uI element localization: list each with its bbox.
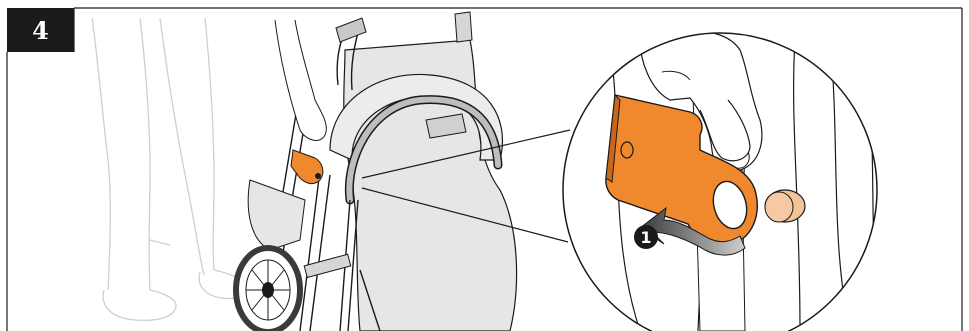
hand: [275, 20, 326, 140]
stroller: [236, 12, 517, 331]
step-number: 4: [32, 16, 49, 45]
step-marker-label: 1: [640, 228, 651, 247]
person-legs: [92, 18, 246, 320]
rear-wheel: [236, 248, 300, 331]
basket: [248, 180, 305, 250]
detail-magnifier: 1: [563, 32, 880, 331]
step-number-badge: 4: [7, 8, 74, 52]
